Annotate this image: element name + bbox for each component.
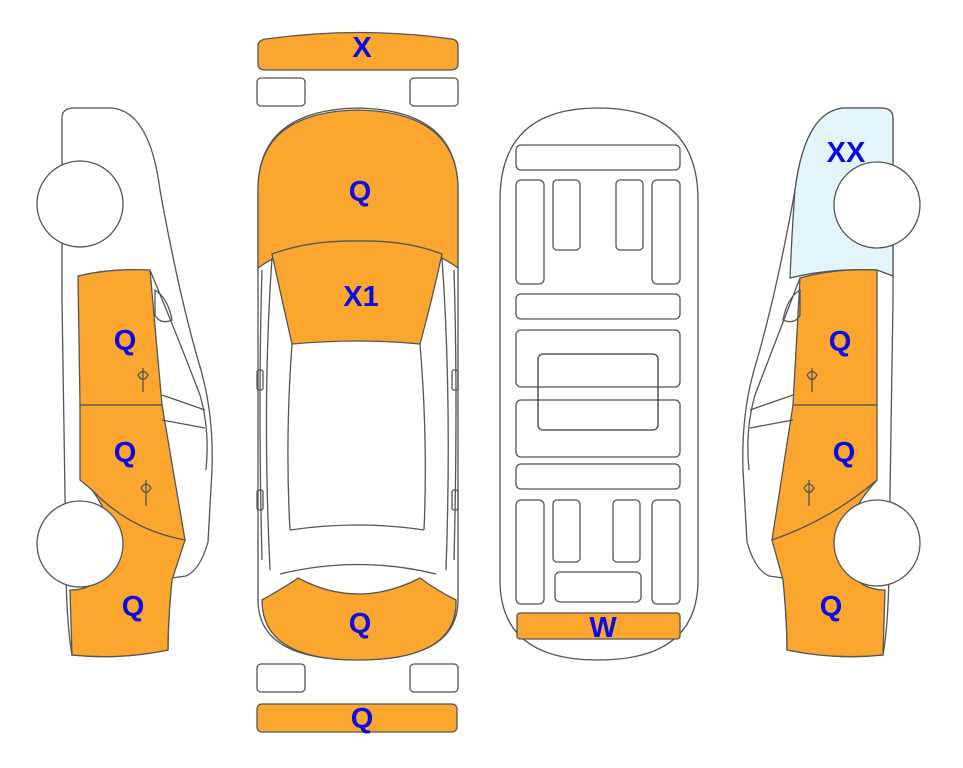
- rear-bumper-panel: [257, 31, 459, 71]
- underbody-view: W: [499, 107, 699, 661]
- underbody-front-label: W: [589, 612, 617, 644]
- right-front-fender-label: Q: [820, 591, 843, 623]
- left-front-door-label: Q: [114, 437, 137, 469]
- left-front-fender-label: Q: [122, 591, 145, 623]
- right-side-view: XX Q Q Q: [742, 107, 921, 658]
- underbody-outline: [499, 107, 699, 661]
- left-side-view: Q Q Q: [36, 107, 213, 658]
- front-bumper-label: Q: [351, 703, 374, 735]
- left-rear-door-label: Q: [114, 325, 137, 357]
- front-panel: [261, 577, 457, 661]
- rear-bumper-label: X: [352, 32, 372, 64]
- underbody-front-panel: [516, 612, 681, 640]
- right-front-wheel: [833, 499, 921, 587]
- hood-label: Q: [349, 608, 372, 640]
- right-rear-quarter-label: XX: [827, 137, 866, 169]
- right-rear-wheel: [833, 161, 921, 249]
- right-front-door-label: Q: [833, 437, 856, 469]
- top-view: X Q X1 Q Q: [256, 31, 459, 735]
- left-front-wheel: [36, 500, 124, 588]
- right-rear-door-label: Q: [829, 326, 852, 358]
- left-rear-door-panel: [77, 268, 163, 406]
- left-rear-wheel: [36, 160, 124, 248]
- front-left-light: [256, 663, 306, 693]
- front-right-light: [409, 663, 459, 693]
- rear-left-light: [256, 77, 306, 107]
- rear-right-light: [409, 77, 459, 107]
- front-bumper-panel: [256, 703, 458, 733]
- trunk-label: Q: [349, 176, 372, 208]
- rear-window-label: X1: [343, 281, 378, 313]
- rear-window-panel: [271, 240, 443, 345]
- right-rear-door-panel: [792, 269, 878, 406]
